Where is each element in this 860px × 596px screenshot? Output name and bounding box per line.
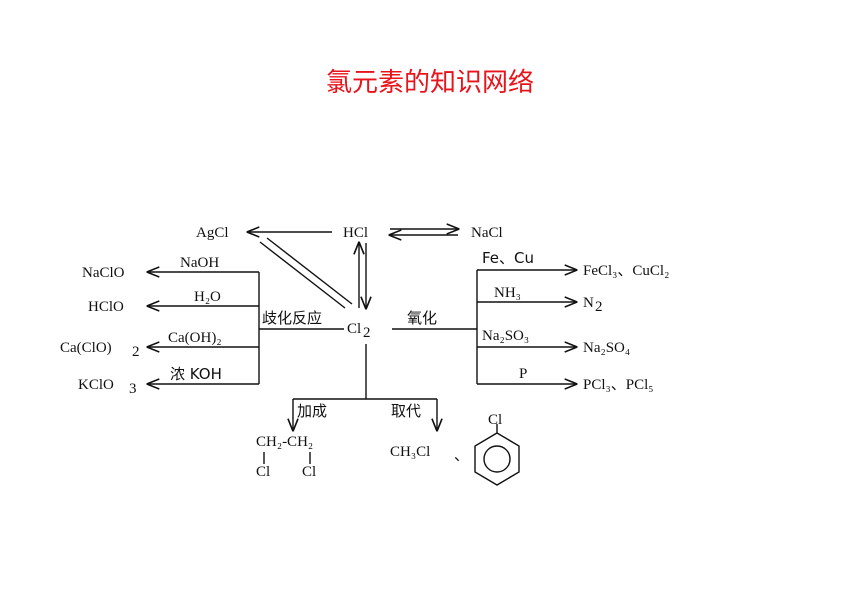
reagent-nh3: NH₃: [494, 285, 521, 301]
label-oxidation: 氧化: [407, 309, 437, 327]
svg-text:2: 2: [595, 299, 603, 315]
node-na2so4: Na₂SO₄: [583, 340, 630, 356]
node-cl-right: Cl: [302, 464, 316, 480]
chlorobenzene-ring: [474, 424, 520, 486]
diagonal-line-a: [259, 241, 346, 309]
svg-text:KClO: KClO: [78, 377, 114, 393]
separator-comma: 、: [454, 446, 469, 464]
node-cl-left: Cl: [256, 464, 270, 480]
node-ch2-ch2: CH₂-CH₂: [256, 434, 313, 450]
node-pcl3-pcl5: PCl₃、PCl₅: [583, 377, 654, 393]
node-cl2: Cl 2: [347, 321, 371, 341]
reagent-h2o: H₂O: [194, 289, 221, 305]
node-agcl: AgCl: [196, 225, 229, 241]
reagent-fe-cu: Fe、Cu: [482, 249, 534, 267]
svg-text:2: 2: [363, 325, 371, 341]
node-hcl: HCl: [343, 225, 368, 241]
svg-text:Ca(ClO): Ca(ClO): [60, 340, 112, 356]
node-hclo: HClO: [88, 299, 124, 315]
node-naclo: NaClO: [82, 265, 125, 281]
node-n2: N 2: [583, 295, 603, 315]
node-fecl3-cucl2: FeCl₃、CuCl₂: [583, 263, 669, 279]
reagent-p: P: [519, 366, 527, 382]
svg-text:2: 2: [132, 344, 140, 360]
svg-text:Cl: Cl: [347, 321, 361, 337]
diagonal-line-b: [266, 237, 353, 305]
node-nacl: NaCl: [471, 225, 503, 241]
node-cl-benzene: Cl: [488, 412, 502, 428]
page-title: 氯元素的知识网络: [325, 68, 534, 98]
reagent-na2so3: Na₂SO₃: [482, 328, 529, 344]
reagent-conc-koh: 浓 KOH: [170, 365, 222, 383]
node-caclo2: Ca(ClO) 2: [60, 340, 140, 360]
node-kclo3: KClO 3: [78, 377, 137, 397]
svg-text:N: N: [583, 295, 594, 311]
label-disproportionation: 歧化反应: [262, 309, 322, 327]
label-addition: 加成: [297, 402, 327, 420]
reagent-caoh2: Ca(OH)₂: [168, 330, 222, 346]
node-ch3cl: CH₃Cl: [390, 444, 430, 460]
reagent-naoh: NaOH: [180, 255, 219, 271]
label-substitution: 取代: [391, 402, 421, 420]
svg-text:3: 3: [129, 381, 137, 397]
